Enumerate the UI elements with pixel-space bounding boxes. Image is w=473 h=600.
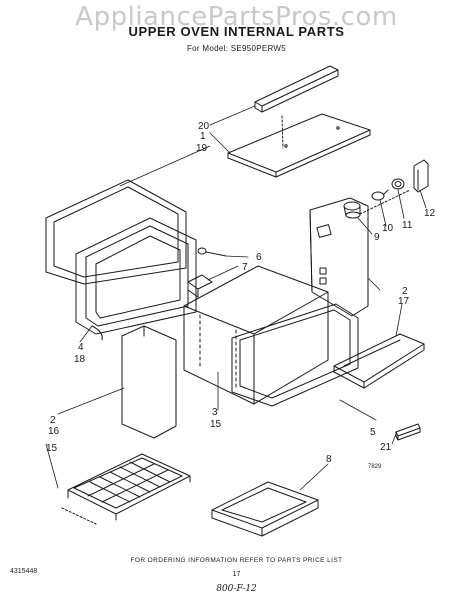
label-part-15-center: 15 (210, 419, 222, 430)
part-2-door-liner-frame (75, 217, 197, 335)
page-title: UPPER OVEN INTERNAL PARTS (128, 24, 345, 39)
label-part-5: 5 (370, 427, 376, 438)
ordering-note: FOR ORDERING INFORMATION REFER TO PARTS … (130, 557, 343, 564)
label-part-16: 16 (48, 426, 60, 437)
label-part-17: 17 (398, 296, 410, 307)
label-part-18: 18 (74, 354, 86, 365)
part-7-clip (187, 274, 213, 298)
label-part-19: 19 (196, 143, 208, 154)
handwritten-note: 800-F-12 (216, 584, 257, 594)
label-part-7: 7 (242, 262, 248, 273)
part-21-handle (395, 423, 421, 441)
page-number: 17 (232, 571, 241, 578)
part-1-top-panel (227, 113, 371, 178)
part-19-gasket-frame (45, 179, 187, 285)
part-3-oven-cavity (183, 265, 329, 405)
label-part-21: 21 (380, 442, 392, 453)
part-6-screw (197, 247, 227, 257)
part-10-bulb (371, 189, 389, 201)
label-part-12: 12 (424, 208, 436, 219)
label-part-2-upper: 2 (402, 286, 408, 297)
part-12-bracket (413, 159, 429, 193)
label-part-6: 6 (256, 252, 262, 263)
label-part-11: 11 (402, 220, 413, 231)
part-2-side-panel (309, 197, 369, 317)
label-part-10: 10 (382, 223, 394, 234)
part-11-switch (391, 178, 405, 190)
part-15-oven-rack (67, 453, 191, 521)
part-9-socket (343, 201, 361, 219)
part-20-top-trim (254, 65, 339, 113)
label-part-20: 20 (198, 121, 210, 132)
model-subtitle: For Model: SE950PERW5 (186, 44, 287, 53)
label-part-9: 9 (374, 232, 380, 243)
part-5-door-seal (231, 303, 359, 407)
label-part-3: 3 (212, 407, 218, 418)
diagram-code: 7829 (368, 464, 382, 470)
label-part-8: 8 (326, 454, 332, 465)
label-part-15-left: 15 (46, 443, 58, 454)
part-17-broiler-pan (333, 333, 425, 389)
part-2-lower-side-panel (121, 325, 177, 439)
label-part-1: 1 (200, 131, 206, 142)
document-number: 4315448 (10, 568, 38, 575)
label-part-4: 4 (78, 342, 84, 353)
label-part-2-lower: 2 (50, 415, 56, 426)
part-18-hinge (91, 325, 103, 341)
leader-lines (45, 105, 427, 491)
part-8-drawer (211, 481, 319, 537)
